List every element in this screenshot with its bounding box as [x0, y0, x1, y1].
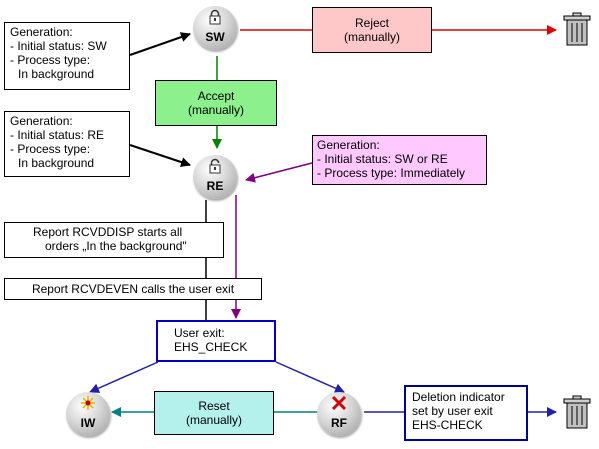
arrow-to-rf — [275, 361, 345, 393]
generation-note-sw-line: - Initial status: SW — [10, 39, 107, 53]
status-node-iw-label: IW — [80, 416, 96, 430]
status-node-rf: RF — [317, 392, 361, 436]
trash-icon — [563, 12, 591, 46]
generation-note-re-line: - Process type: — [10, 142, 91, 156]
status-node-rf-label: RF — [331, 416, 347, 430]
user-exit-box: User exit: EHS_CHECK — [156, 320, 276, 362]
deletion-indicator-line: Deletion indicator — [412, 390, 505, 404]
arrow-gen-sw — [129, 32, 191, 56]
padlock-icon — [209, 158, 221, 174]
report-rcvddisp-line: Report RCVDDISP starts all — [33, 225, 183, 239]
reset-subtitle: (manually) — [185, 413, 242, 427]
generation-note-sw-line: - Process type: — [10, 53, 91, 67]
status-node-iw: IW — [66, 392, 110, 436]
sparkle-icon — [81, 396, 95, 410]
report-rcvdeven-line: Report RCVDEVEN calls the user exit — [31, 282, 235, 296]
user-exit-title: User exit: — [174, 326, 225, 340]
report-rcvddisp-box: Report RCVDDISP starts all orders „In th… — [4, 222, 224, 258]
report-rcvdeven-box: Report RCVDEVEN calls the user exit — [4, 278, 262, 300]
arrow-to-iw — [89, 361, 159, 393]
generation-note-re-line: In background — [18, 156, 95, 170]
accept-title: Accept — [197, 89, 235, 103]
status-node-re: RE — [193, 155, 237, 199]
generation-note-immediate-line: - Initial status: SW or RE — [317, 152, 448, 166]
generation-note-sw-line: In background — [18, 67, 95, 81]
reject-box: Reject (manually) — [312, 7, 432, 53]
generation-note-immediate: Generation: - Initial status: SW or RE -… — [312, 135, 487, 185]
generation-note-re-line: Generation: — [10, 114, 73, 128]
reject-subtitle: (manually) — [343, 30, 400, 44]
report-rcvddisp-line: orders „In the background" — [45, 239, 187, 253]
status-node-re-label: RE — [206, 179, 224, 193]
generation-note-immediate-line: - Process type: Immediately — [317, 166, 466, 180]
accept-box: Accept (manually) — [155, 80, 277, 126]
generation-note-sw: Generation: - Initial status: SW - Proce… — [4, 22, 130, 90]
arrow-immediate — [245, 162, 313, 183]
reset-box: Reset (manually) — [154, 391, 274, 435]
red-x-icon — [331, 395, 347, 411]
status-node-sw-label: SW — [205, 30, 225, 44]
accept-subtitle: (manually) — [187, 103, 244, 117]
generation-note-sw-line: Generation: — [10, 25, 73, 39]
generation-note-re: Generation: - Initial status: RE - Proce… — [4, 111, 130, 177]
user-exit-name: EHS_CHECK — [174, 340, 248, 354]
generation-note-re-line: - Initial status: RE — [10, 128, 105, 142]
reset-title: Reset — [198, 399, 230, 413]
arrow-gen-re — [129, 144, 191, 167]
padlock-icon — [209, 9, 221, 25]
deletion-indicator-line: set by user exit — [412, 404, 493, 418]
trash-icon — [563, 395, 591, 429]
deletion-indicator-box: Deletion indicator set by user exit EHS-… — [404, 385, 528, 441]
deletion-indicator-line: EHS-CHECK — [412, 418, 483, 432]
generation-note-immediate-line: Generation: — [317, 138, 380, 152]
reject-title: Reject — [354, 16, 389, 30]
status-node-sw: SW — [193, 6, 237, 50]
